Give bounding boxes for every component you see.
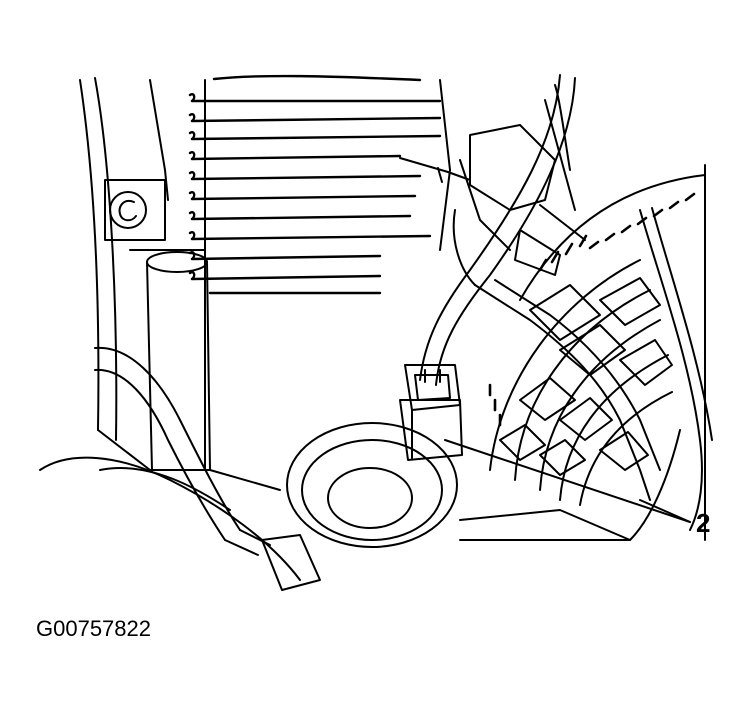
lower-frame (97, 429, 631, 541)
vertical-hose (146, 251, 211, 471)
lower-hose (39, 346, 321, 591)
wire-tie (399, 157, 471, 183)
figure-id: G00757822 (36, 616, 151, 641)
wire-harness (419, 74, 661, 501)
mounting-bolt (109, 191, 147, 229)
fan-grille (489, 259, 673, 506)
radiator-side-plate (204, 79, 451, 471)
fan-wire (639, 207, 713, 531)
fan-shroud (459, 84, 706, 541)
left-body-panel (79, 77, 206, 441)
callout-number-2: 2 (696, 508, 711, 538)
shroud-teeth (488, 192, 696, 427)
round-grommet (286, 422, 458, 548)
electrical-connector (399, 364, 463, 461)
callout-leader (444, 439, 691, 523)
radiator-fins (188, 74, 442, 295)
